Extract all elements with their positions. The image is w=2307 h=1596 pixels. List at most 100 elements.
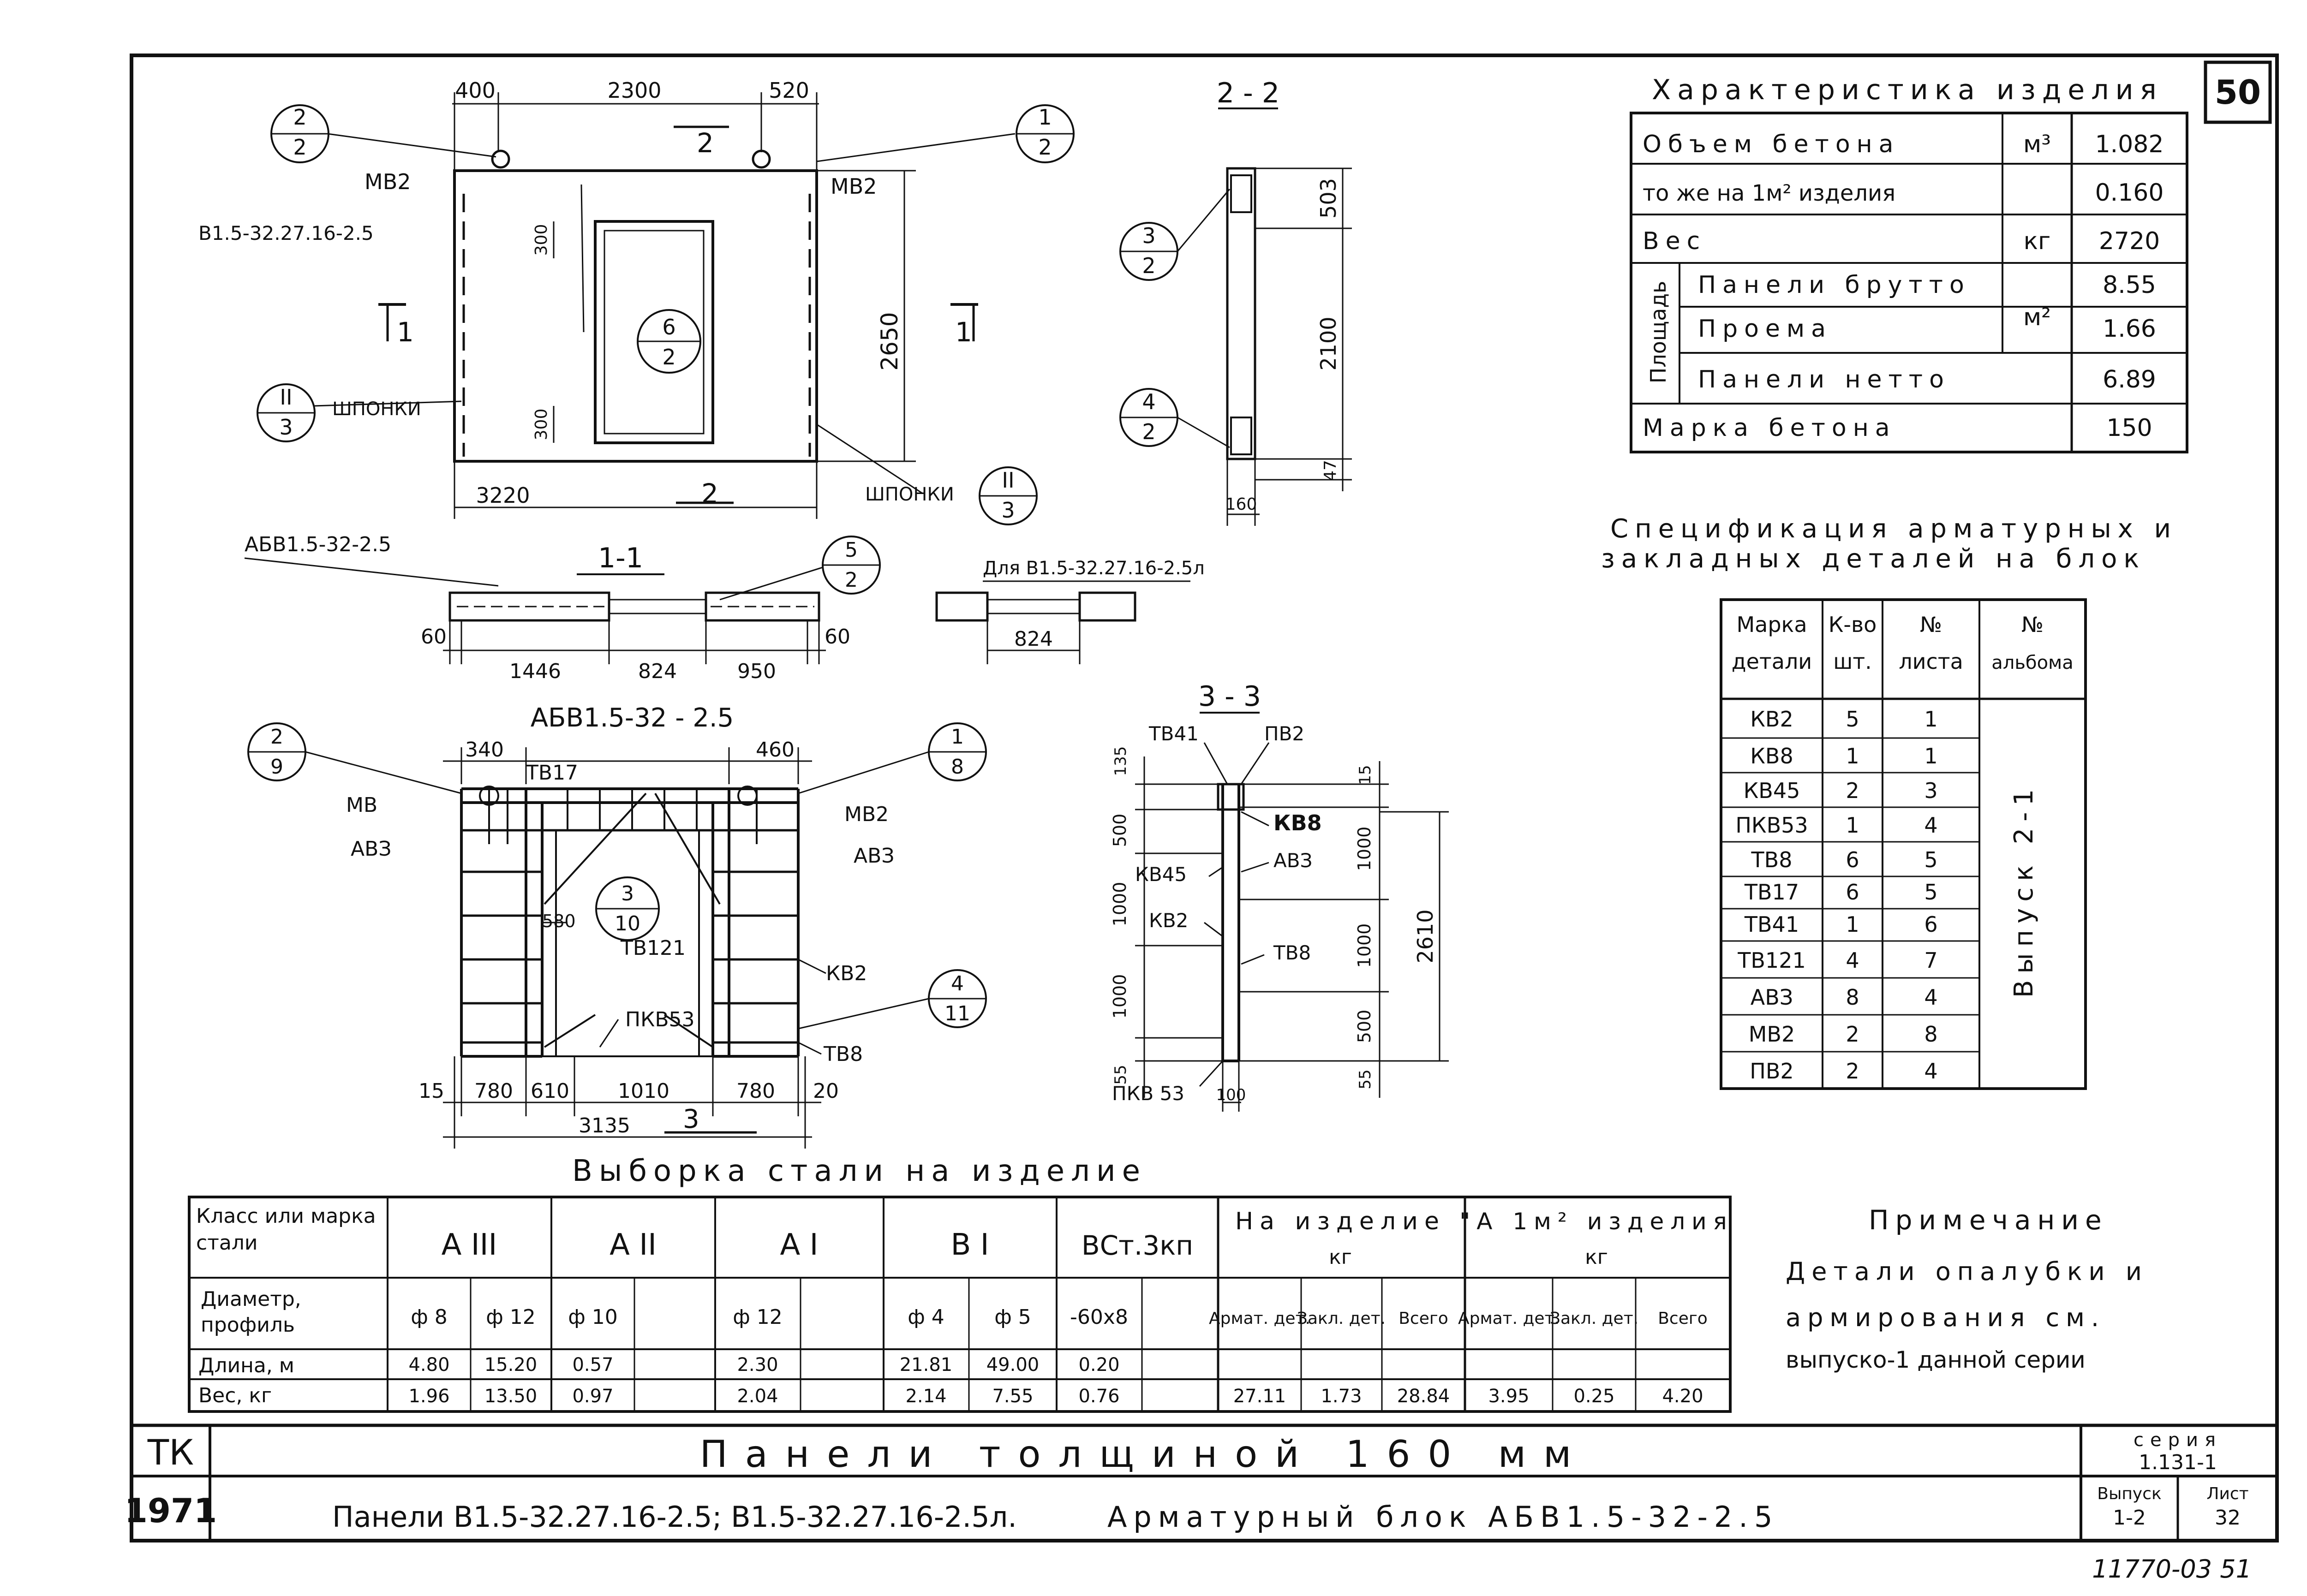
spec-h0-b: детали (1732, 649, 1812, 674)
spec-r5-c0: ТВ17 (1744, 880, 1799, 905)
section-1-1-title: 1-1 (598, 542, 643, 574)
label-kb2: КВ2 (826, 962, 867, 985)
spec-r1-c1: 1 (1846, 744, 1859, 768)
dim-460: 460 (756, 738, 795, 762)
note-line-3: выпуско-1 данной серии (1786, 1346, 2086, 1373)
steel-m2-armat: 3.95 (1488, 1386, 1529, 1407)
callout-5-2-bottom: 2 (845, 568, 858, 592)
spec-r5-c1: 6 (1846, 880, 1859, 905)
spec-table (1720, 598, 2087, 1090)
callout-3-10-bottom: 10 (615, 912, 640, 935)
cut-mark-2: 2 (697, 127, 714, 159)
sheet-frame (130, 54, 2279, 1542)
callout-II-3-left-top: II (280, 385, 292, 410)
steel-sub-3: Армат. дет. (1458, 1309, 1560, 1328)
spec-h1-b: шт. (1833, 649, 1872, 674)
steel-class-0: А III (442, 1228, 497, 1262)
dim-520: 520 (769, 78, 809, 103)
dim-780-left: 780 (474, 1079, 513, 1103)
char-row-1-value: 0.160 (2095, 179, 2164, 207)
steel-diam-2: ф 10 (568, 1305, 618, 1329)
characteristic-table (1630, 112, 2188, 453)
spec-h2-b: листа (1899, 649, 1963, 674)
dim-100: 100 (1216, 1086, 1246, 1104)
spec-r3-c2: 4 (1924, 813, 1937, 838)
spec-r8-c2: 4 (1924, 985, 1937, 1010)
title-issue-label: Выпуск (2097, 1484, 2162, 1503)
steel-lengths: 4.80 15.20 0.57 2.30 21.81 49.00 0.20 (408, 1354, 1119, 1376)
label-kb8: КВ8 (1273, 810, 1322, 835)
steel-len-6: 21.81 (900, 1354, 953, 1376)
dim-60-right: 60 (825, 625, 850, 649)
callout-1-2-bottom: 2 (1038, 135, 1052, 160)
spec-h2-a: № (1920, 612, 1942, 637)
dim-1000-right-b: 1000 (1354, 923, 1375, 968)
char-row-3-unit: м² (2023, 304, 2051, 331)
spec-r4-c1: 6 (1846, 847, 1859, 872)
section-2-2-labels: 2 - 2 503 2100 47 160 3 2 4 2 (1142, 77, 1341, 514)
char-row-0-value: 1.082 (2095, 131, 2164, 158)
label-mb: МВ (346, 793, 377, 817)
callout-II-3-right-bottom: 3 (1001, 498, 1015, 523)
dim-2100: 2100 (1316, 316, 1341, 370)
callout-II-3-right-top: II (1002, 468, 1014, 493)
spec-title-1: Спецификация арматурных и (1610, 514, 2177, 544)
cut-mark-1-left: 1 (397, 316, 414, 348)
dim-55-135: 135 (1112, 746, 1130, 776)
dim-300-bottom: 300 (532, 409, 551, 441)
steel-per-m2-unit: кг (1585, 1245, 1608, 1269)
title-block-labels: ТК 1971 Панели толщиной 160 мм Панели В1… (125, 1429, 2249, 1534)
steel-weights: 1.96 13.50 0.97 2.04 2.14 7.55 0.76 (408, 1386, 1119, 1407)
panel-elevation (257, 92, 1075, 525)
steel-m2-total: 4.20 (1662, 1386, 1703, 1407)
char-row-5-name: Панели нетто (1698, 366, 1950, 393)
steel-item-total: 28.84 (1397, 1386, 1450, 1407)
char-row-2-unit: кг (2024, 227, 2051, 255)
elevation-labels: 400 2300 520 2650 3220 300 300 МВ2 МВ2 В… (198, 78, 1052, 523)
spec-r10-c2: 4 (1924, 1059, 1937, 1084)
spec-r9-c2: 8 (1924, 1022, 1937, 1047)
armature-block-labels: АБВ1.5-32 - 2.5 340 460 ТВ17 МВ АВЗ МВ2 … (270, 703, 970, 1137)
steel-per-item-unit: кг (1329, 1245, 1352, 1269)
char-group-label: Площадь (1646, 281, 1671, 384)
spec-album: Выпуск 2-1 (2009, 783, 2039, 998)
dim-2300: 2300 (607, 78, 661, 103)
label-pb2: ПВ2 (1264, 722, 1304, 745)
callout-II-3-left-bottom: 3 (279, 415, 293, 440)
archive-stamp: 11770-03 51 (2092, 1554, 2252, 1584)
char-row-4-value: 1.66 (2103, 315, 2156, 343)
label-pkb53-33: ПКВ 53 (1112, 1082, 1184, 1105)
steel-length-header: Длина, м (198, 1354, 294, 1377)
steel-sub-0: Армат. дет. (1209, 1309, 1310, 1328)
dim-503: 503 (1316, 178, 1341, 219)
steel-labels: Выборка стали на изделие Класс или марка… (196, 1154, 1727, 1407)
label-tb8: ТВ8 (823, 1042, 863, 1066)
title-block (131, 1423, 2277, 1541)
label-ab3-right: АВЗ (854, 844, 895, 868)
title-subtitle-right: Арматурный блок АБВ1.5-32-2.5 (1107, 1500, 1779, 1534)
callout-2-9-top: 2 (270, 725, 283, 749)
callout-4-2-top: 4 (1142, 389, 1155, 414)
steel-wt-8: 0.76 (1078, 1386, 1119, 1407)
char-row-2-name: Вес (1643, 227, 1706, 255)
callout-1-8-top: 1 (951, 725, 964, 749)
char-row-1-name: то же на 1м² изделия (1643, 180, 1895, 206)
title-sheet-label: Лист (2206, 1484, 2248, 1503)
characteristic-labels: Характеристика изделия Объем бетона м³ 1… (1643, 74, 2164, 442)
steel-len-2: 0.57 (572, 1354, 613, 1376)
dim-1000-right-a: 1000 (1354, 827, 1375, 871)
steel-sub-4: Закл. дет. (1550, 1309, 1638, 1328)
spec-r0-c0: КВ2 (1750, 707, 1793, 732)
spec-r9-c1: 2 (1846, 1022, 1859, 1047)
spec-r2-c1: 2 (1846, 778, 1859, 803)
steel-wt-6: 2.14 (905, 1386, 946, 1407)
steel-diam-1: ф 12 (486, 1305, 536, 1329)
title-series-label: серия (2134, 1429, 2222, 1451)
spec-r1-c0: КВ8 (1750, 744, 1793, 768)
char-row-4-name: Проема (1698, 315, 1832, 343)
spec-h0-a: Марка (1736, 612, 1807, 637)
steel-len-8: 0.20 (1078, 1354, 1119, 1376)
spec-rows: КВ2 5 1 КВ8 1 1 КВ45 2 3 ПКВ53 1 4 ТВ8 6… (1735, 707, 1937, 1084)
spec-r2-c0: КВ45 (1744, 778, 1800, 803)
title-sheet: 32 (2215, 1506, 2241, 1530)
